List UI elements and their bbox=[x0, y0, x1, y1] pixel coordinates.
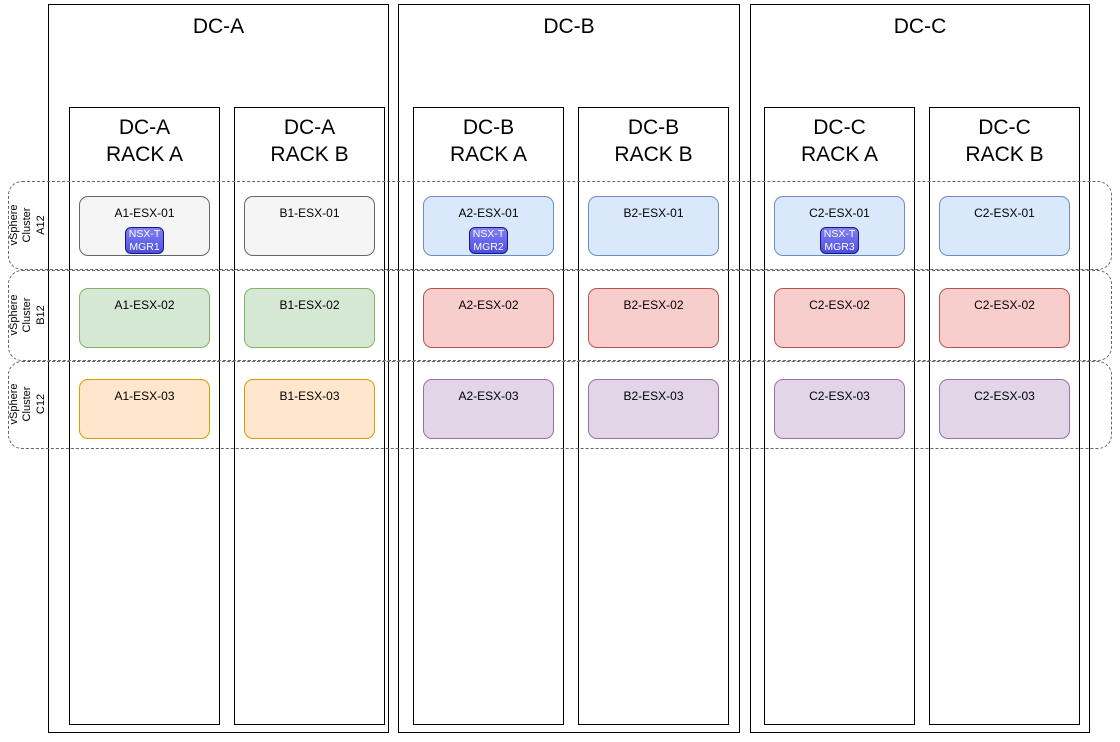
dc-a-rack-b-box: DC-A RACK B bbox=[234, 107, 385, 725]
cluster-band-a12 bbox=[8, 181, 1112, 270]
nsx-t-mgr3-badge: NSX-T MGR3 bbox=[820, 227, 859, 254]
host-b2-esx-02: B2-ESX-02 bbox=[588, 288, 719, 348]
dc-a-rack-b-title: DC-A RACK B bbox=[270, 116, 349, 166]
host-b2-esx-03: B2-ESX-03 bbox=[588, 379, 719, 439]
host-a2-esx-03: A2-ESX-03 bbox=[423, 379, 554, 439]
dc-b-rack-b-title: DC-B RACK B bbox=[614, 116, 693, 166]
host-c2-esx-01-rack-b: C2-ESX-01 bbox=[939, 196, 1070, 256]
host-b1-esx-02: B1-ESX-02 bbox=[244, 288, 375, 348]
dc-a-title: DC-A bbox=[192, 15, 245, 38]
host-b1-esx-03: B1-ESX-03 bbox=[244, 379, 375, 439]
dc-b-rack-a-box: DC-B RACK A bbox=[413, 107, 564, 725]
nsx-t-mgr2-badge: NSX-T MGR2 bbox=[469, 227, 508, 254]
nsx-t-mgr1-badge: NSX-T MGR1 bbox=[125, 227, 164, 254]
dc-c-rack-a-title: DC-C RACK A bbox=[800, 116, 879, 166]
host-b1-esx-01: B1-ESX-01 bbox=[244, 196, 375, 256]
dc-b-title: DC-B bbox=[543, 15, 595, 38]
dc-a-box: DC-A bbox=[48, 4, 389, 733]
dc-b-rack-b-box: DC-B RACK B bbox=[578, 107, 729, 725]
cluster-label-b12: vSphere Cluster B12 bbox=[7, 294, 47, 336]
dc-c-rack-b-box: DC-C RACK B bbox=[929, 107, 1080, 725]
cluster-label-a12: vSphere Cluster A12 bbox=[7, 204, 47, 246]
cluster-band-b12 bbox=[8, 270, 1112, 361]
dc-c-title: DC-C bbox=[893, 15, 947, 38]
host-c2-esx-03-rack-a: C2-ESX-03 bbox=[774, 379, 905, 439]
dc-a-rack-a-box: DC-A RACK A bbox=[69, 107, 220, 725]
dc-b-box: DC-B bbox=[398, 4, 740, 733]
cluster-band-c12 bbox=[8, 361, 1112, 449]
host-c2-esx-02-rack-a: C2-ESX-02 bbox=[774, 288, 905, 348]
host-b2-esx-01: B2-ESX-01 bbox=[588, 196, 719, 256]
dc-c-rack-a-box: DC-C RACK A bbox=[764, 107, 915, 725]
host-a2-esx-02: A2-ESX-02 bbox=[423, 288, 554, 348]
dc-c-rack-b-title: DC-C RACK B bbox=[965, 116, 1044, 166]
host-a1-esx-02: A1-ESX-02 bbox=[79, 288, 210, 348]
host-c2-esx-03-rack-b: C2-ESX-03 bbox=[939, 379, 1070, 439]
host-a1-esx-03: A1-ESX-03 bbox=[79, 379, 210, 439]
dc-c-box: DC-C bbox=[750, 4, 1090, 733]
dc-b-rack-a-title: DC-B RACK A bbox=[449, 116, 528, 166]
cluster-label-c12: vSphere Cluster C12 bbox=[7, 383, 47, 425]
host-c2-esx-02-rack-b: C2-ESX-02 bbox=[939, 288, 1070, 348]
dc-a-rack-a-title: DC-A RACK A bbox=[105, 116, 184, 166]
